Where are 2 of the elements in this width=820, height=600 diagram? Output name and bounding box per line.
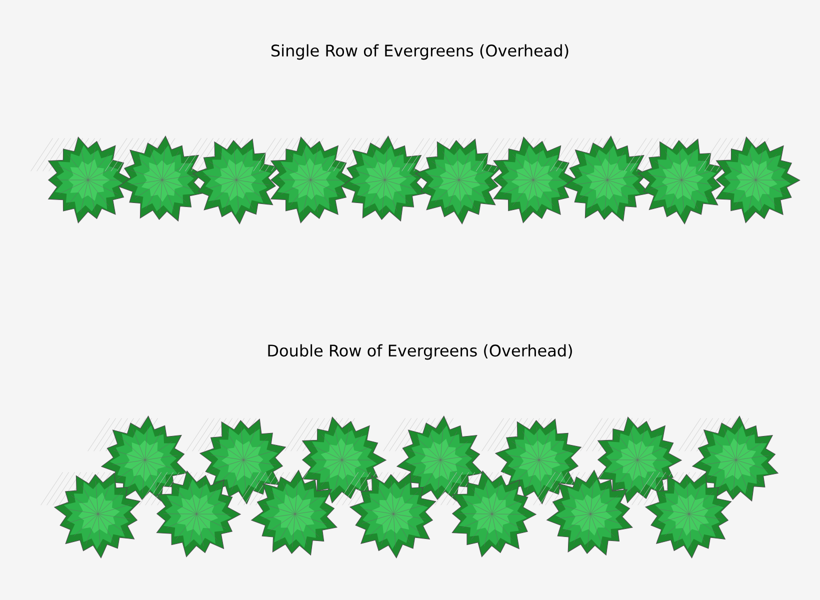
heading: Single Row of Evergreens (Overhead) <box>272 44 568 60</box>
heading: Double Row of Evergreens (Overhead) <box>268 344 572 360</box>
